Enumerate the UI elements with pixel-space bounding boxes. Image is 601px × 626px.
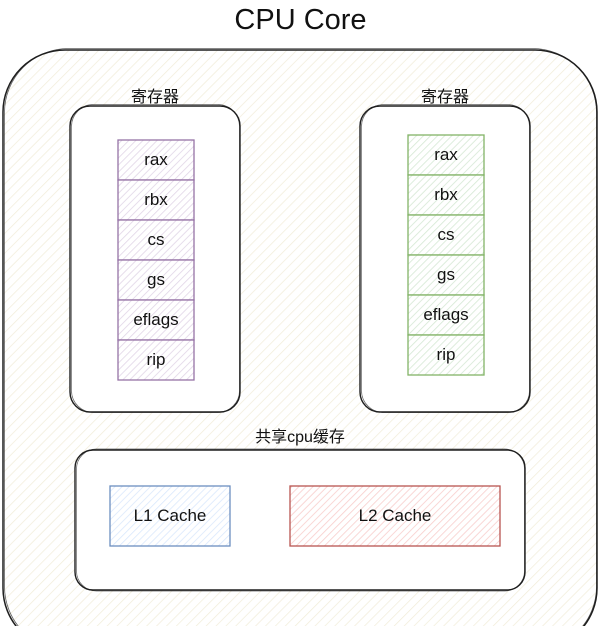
l2-cache-box <box>289 485 501 547</box>
register-cell-box <box>117 139 195 181</box>
register-rbx: rbx <box>434 185 458 204</box>
shared-cache-label: 共享cpu缓存 <box>255 429 345 446</box>
register-group-label-right: 寄存器 <box>420 89 469 106</box>
register-cell-box <box>407 174 485 216</box>
register-cell-box <box>407 214 485 256</box>
l2-cache-label: L2 Cache <box>358 506 432 525</box>
register-gs: gs <box>437 265 455 284</box>
register-cell-box <box>407 334 485 376</box>
register-cs: cs <box>147 230 165 249</box>
register-eflags: eflags <box>133 310 179 329</box>
register-cell-box <box>117 299 195 341</box>
l1-cache-box <box>109 485 231 547</box>
register-group-label-left: 寄存器 <box>130 89 179 106</box>
register-rip: rip <box>146 350 166 369</box>
register-stack-right <box>407 134 485 376</box>
register-cell-box <box>117 259 195 301</box>
register-rax: rax <box>144 150 168 169</box>
register-cell-box <box>117 339 195 381</box>
register-eflags: eflags <box>423 305 469 324</box>
register-gs: gs <box>147 270 165 289</box>
register-rbx: rbx <box>144 190 168 209</box>
register-cs: cs <box>437 225 455 244</box>
l1-cache-label: L1 Cache <box>133 506 207 525</box>
register-rax: rax <box>434 145 458 164</box>
register-cell-box <box>117 219 195 261</box>
register-cell-box <box>117 179 195 221</box>
diagram-title: CPU Core <box>234 4 367 36</box>
register-stack-left <box>117 139 195 381</box>
register-rip: rip <box>436 345 456 364</box>
